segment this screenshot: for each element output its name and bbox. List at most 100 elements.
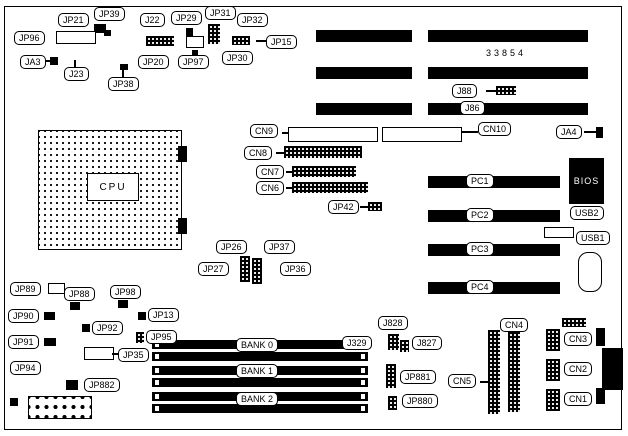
jp96-connector bbox=[56, 31, 96, 44]
cn8-leader bbox=[276, 152, 284, 154]
bank2-label: BANK 2 bbox=[236, 392, 279, 406]
j23-leader bbox=[74, 60, 76, 67]
cn5-label: CN5 bbox=[448, 374, 477, 388]
cn3-connector bbox=[546, 329, 560, 351]
isa-slot-2-right bbox=[428, 67, 588, 79]
cn5-leader bbox=[480, 381, 488, 383]
jp32-connector bbox=[232, 36, 250, 45]
pc2-label: PC2 bbox=[466, 208, 494, 222]
j88-label: J88 bbox=[452, 84, 477, 98]
cn9-leader bbox=[282, 132, 288, 134]
j86-label: J86 bbox=[460, 101, 485, 115]
simm-slot-6 bbox=[152, 404, 368, 413]
jp38-label: JP38 bbox=[108, 77, 139, 91]
jp42-label: JP42 bbox=[328, 200, 359, 214]
jp38-leader bbox=[122, 70, 124, 77]
jp882-jumper bbox=[66, 380, 78, 390]
cn2-connector bbox=[546, 359, 560, 381]
simm-slot-4 bbox=[152, 378, 368, 387]
pci-slot-1 bbox=[428, 176, 560, 188]
cn1-connector bbox=[546, 389, 560, 411]
jp882-label: JP882 bbox=[84, 378, 120, 392]
jp31-label: JP31 bbox=[205, 6, 236, 20]
jp92-label: JP92 bbox=[92, 321, 123, 335]
ja3-label: JA3 bbox=[20, 55, 46, 69]
corner-block bbox=[10, 398, 18, 406]
j329-leader bbox=[332, 343, 342, 345]
jumper-strip-left bbox=[240, 256, 250, 282]
jp21-label: JP21 bbox=[58, 13, 89, 27]
j828-label: J828 bbox=[378, 316, 408, 330]
bank1-label: BANK 1 bbox=[236, 364, 279, 378]
ja4-leader bbox=[584, 131, 596, 133]
j827-label: J827 bbox=[412, 336, 442, 350]
cn7-connector bbox=[292, 166, 356, 177]
jp38-jumper bbox=[120, 64, 128, 70]
cn1-label: CN1 bbox=[564, 392, 593, 406]
battery-outline bbox=[578, 252, 602, 292]
jp98-label: JP98 bbox=[110, 285, 141, 299]
isa-slot-3-left bbox=[316, 103, 412, 115]
jp89-connector bbox=[48, 283, 65, 294]
jp21-jumper bbox=[94, 24, 106, 33]
cn8-connector bbox=[284, 146, 362, 158]
pc4-label: PC4 bbox=[466, 280, 494, 294]
jp92-jumper bbox=[82, 324, 90, 332]
cpu-label: CPU bbox=[87, 173, 139, 201]
jp31-connector bbox=[208, 24, 220, 44]
bank0-label: BANK 0 bbox=[236, 338, 279, 352]
cn9-label: CN9 bbox=[250, 124, 279, 138]
edge-bar-top bbox=[596, 328, 605, 346]
ja3-jumper bbox=[50, 57, 58, 65]
cpu-tab-bottom bbox=[178, 218, 187, 234]
pc3-label: PC3 bbox=[466, 242, 494, 256]
jp91-label: JP91 bbox=[8, 335, 39, 349]
jp13-jumper bbox=[138, 312, 146, 320]
jp91-jumper bbox=[44, 338, 56, 346]
j88-connector bbox=[496, 86, 516, 95]
jp42-connector bbox=[368, 202, 382, 211]
jp97-jumper bbox=[192, 50, 198, 56]
j88-leader bbox=[486, 90, 496, 92]
cn9-connector-1 bbox=[288, 127, 378, 142]
edge-bar-bottom bbox=[596, 388, 605, 404]
jp39-jumper bbox=[104, 30, 111, 36]
cn7-label: CN7 bbox=[256, 165, 285, 179]
cn10-label: CN10 bbox=[478, 122, 512, 136]
usb2-label: USB2 bbox=[570, 206, 604, 220]
cn3-label: CN3 bbox=[564, 332, 593, 346]
j828-connector bbox=[388, 334, 399, 350]
jp88-jumper bbox=[70, 302, 80, 310]
jp95-label: JP95 bbox=[146, 330, 177, 344]
jp30-label: JP30 bbox=[222, 51, 253, 65]
jp35-connector bbox=[84, 347, 114, 360]
cn6-leader bbox=[286, 187, 292, 189]
jp97-label: JP97 bbox=[178, 55, 209, 69]
j827-connector bbox=[400, 340, 409, 352]
cn5-connector bbox=[488, 330, 500, 414]
jp20-connector bbox=[186, 36, 204, 48]
usb1-label: USB1 bbox=[576, 231, 610, 245]
cn7-leader bbox=[286, 171, 292, 173]
pci-slot-2 bbox=[428, 210, 560, 222]
jp35-label: JP35 bbox=[118, 348, 149, 362]
jp15-leader bbox=[256, 40, 266, 42]
pc1-label: PC1 bbox=[466, 174, 494, 188]
cn4-label: CN4 bbox=[500, 318, 529, 332]
cn10-leader bbox=[462, 131, 478, 133]
jp90-jumper bbox=[44, 312, 55, 320]
ja4-jumper bbox=[596, 127, 603, 138]
jp39-label: JP39 bbox=[94, 7, 125, 21]
j22-connector bbox=[146, 36, 174, 46]
jp29-jumper bbox=[186, 28, 193, 42]
edge-dot-bar bbox=[562, 318, 586, 327]
jp37-label: JP37 bbox=[264, 240, 295, 254]
isa-slot-1-right bbox=[428, 30, 588, 42]
jp95-connector bbox=[136, 332, 144, 343]
jp32-label: JP32 bbox=[237, 13, 268, 27]
power-connector-grid bbox=[28, 396, 92, 419]
jp20-label: JP20 bbox=[138, 55, 169, 69]
jp880-label: JP880 bbox=[402, 394, 438, 408]
simm-slot-2 bbox=[152, 352, 368, 361]
